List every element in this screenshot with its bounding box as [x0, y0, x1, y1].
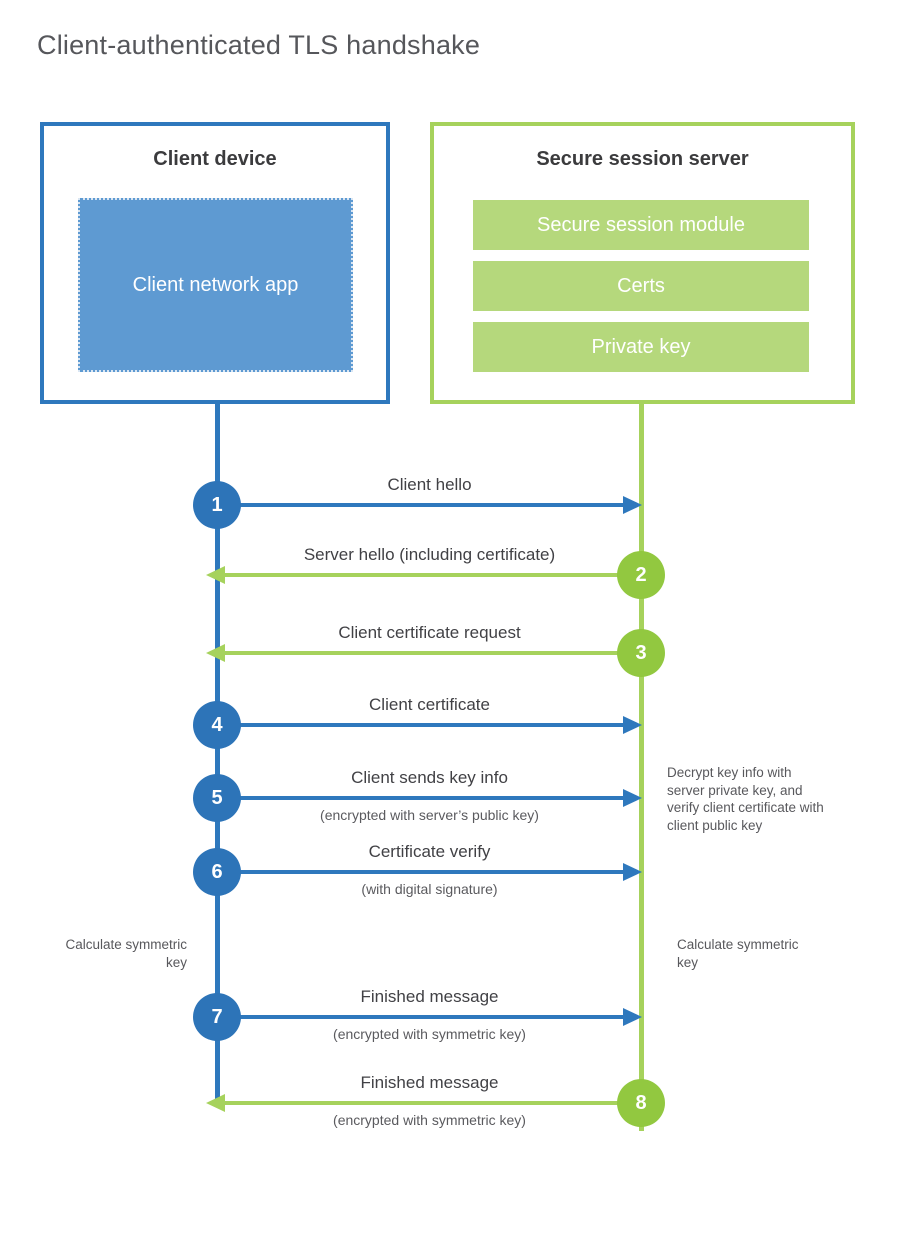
server-decrypt-note: Decrypt key info with server private key…	[667, 765, 824, 833]
client-calculate-note: Calculate symmetric key	[65, 937, 187, 970]
client-lifeline	[215, 404, 220, 1103]
arrow-right-icon	[623, 863, 642, 881]
client-network-app-label: Client network app	[132, 273, 299, 296]
step-4-arrow-line	[217, 723, 623, 727]
step-1-circle: 1	[193, 481, 241, 529]
secure-session-server-title: Secure session server	[536, 148, 749, 170]
step-6-circle: 6	[193, 848, 241, 896]
step-6-arrow-line	[217, 870, 623, 874]
step-8-circle: 8	[617, 1079, 665, 1127]
arrow-right-icon	[623, 496, 642, 514]
step-8-label: Finished message	[360, 1073, 499, 1092]
step-5-arrow-line	[217, 796, 623, 800]
arrow-right-icon	[623, 716, 642, 734]
step-5-circle: 5	[193, 774, 241, 822]
step-4-label: Client certificate	[369, 695, 490, 714]
secure-session-server-box: Secure session server Secure session mod…	[430, 122, 855, 404]
step-3-circle: 3	[617, 629, 665, 677]
step-5-label: Client sends key info	[351, 768, 508, 787]
server-module-secure-session: Secure session module	[473, 200, 809, 250]
server-lifeline	[639, 404, 644, 1131]
step-7-arrow-line	[217, 1015, 623, 1019]
step-1-label: Client hello	[387, 475, 472, 494]
step-2-arrow-line	[225, 573, 642, 577]
arrow-left-icon	[206, 566, 225, 584]
step-8-arrow-line	[225, 1101, 642, 1105]
client-device-title: Client device	[153, 148, 277, 170]
step-5-sublabel: (encrypted with server’s public key)	[320, 807, 539, 823]
step-8-sublabel: (encrypted with symmetric key)	[333, 1112, 526, 1128]
page-title: Client-authenticated TLS handshake	[37, 30, 481, 60]
client-device-box: Client device Client network app	[40, 122, 390, 404]
arrow-right-icon	[623, 1008, 642, 1026]
step-7-label: Finished message	[360, 987, 499, 1006]
arrow-left-icon	[206, 1094, 225, 1112]
arrow-left-icon	[206, 644, 225, 662]
step-7-sublabel: (encrypted with symmetric key)	[333, 1026, 526, 1042]
server-module-certs: Certs	[473, 261, 809, 311]
step-4-circle: 4	[193, 701, 241, 749]
step-6-label: Certificate verify	[368, 842, 491, 861]
step-7-circle: 7	[193, 993, 241, 1041]
client-network-app-box: Client network app	[78, 198, 353, 372]
step-2-circle: 2	[617, 551, 665, 599]
step-3-label: Client certificate request	[338, 623, 521, 642]
step-1-arrow-line	[217, 503, 623, 507]
server-calculate-note: Calculate symmetric key	[677, 937, 799, 970]
arrow-right-icon	[623, 789, 642, 807]
step-6-sublabel: (with digital signature)	[361, 881, 498, 897]
step-3-arrow-line	[225, 651, 642, 655]
server-module-private-key: Private key	[473, 322, 809, 372]
step-2-label: Server hello (including certificate)	[303, 545, 556, 564]
